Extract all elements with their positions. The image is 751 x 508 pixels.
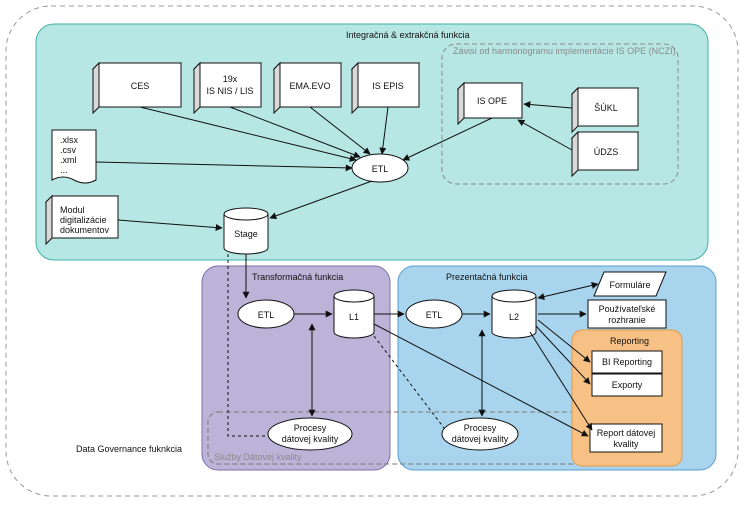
svg-text:IS EPIS: IS EPIS — [372, 81, 404, 91]
transformation-label: Transformačná funkcia — [252, 272, 343, 282]
svg-text:L1: L1 — [349, 312, 359, 322]
svg-text:Procesy: Procesy — [464, 423, 497, 433]
svg-text:EMA.EVO: EMA.EVO — [289, 81, 330, 91]
etl-presentation: ETL — [405, 299, 463, 329]
svg-text:19x: 19x — [223, 74, 238, 84]
edge-sukl-ope — [523, 101, 573, 109]
output-user-interface: Používateľské rozhranie — [587, 299, 667, 329]
dq-process-transformation: Procesy dátovej kvality — [267, 417, 353, 451]
svg-text:ÚDZS: ÚDZS — [594, 147, 619, 157]
output-dq-report: Report dátovej kvality — [589, 423, 663, 453]
source-ces: CES — [91, 61, 183, 115]
edge-l1-dq-present — [373, 335, 445, 429]
edge-ope-etl — [402, 117, 493, 161]
svg-text:IS OPE: IS OPE — [477, 96, 507, 106]
svg-text:BI Reporting: BI Reporting — [602, 357, 652, 367]
file-sources-document: .xlsx .csv .xml ... — [51, 129, 97, 184]
svg-text:dátovej kvality: dátovej kvality — [282, 434, 339, 444]
output-bi-reporting: BI Reporting — [591, 350, 663, 374]
svg-text:Report dátovej: Report dátovej — [597, 428, 656, 438]
dq-services-label: Služby Dátovej kvality — [214, 452, 302, 462]
svg-text:ŠÚKL: ŠÚKL — [594, 103, 618, 113]
source-nis: 19x IS NIS / LIS — [192, 61, 263, 115]
svg-text:ETL: ETL — [258, 310, 275, 320]
l2-database: L2 — [491, 289, 537, 339]
stage-database: Stage — [223, 207, 269, 255]
dq-services-region — [207, 411, 675, 465]
edge-etl-stage — [269, 180, 373, 220]
svg-text:dokumentov: dokumentov — [60, 225, 110, 235]
edge-ema-etl — [309, 106, 371, 155]
svg-text:Modul: Modul — [60, 205, 85, 215]
etl-transformation: ETL — [237, 299, 295, 329]
reporting-label: Reporting — [610, 336, 649, 346]
svg-text:ETL: ETL — [426, 310, 443, 320]
presentation-label: Prezentačná funkcia — [446, 272, 528, 282]
svg-text:.xml: .xml — [60, 155, 77, 165]
edge-l2-exports — [535, 325, 591, 385]
svg-text:digitalizácie: digitalizácie — [60, 215, 107, 225]
source-epis: IS EPIS — [350, 61, 421, 115]
edge-module-stage — [117, 219, 223, 232]
source-udzs: ÚDZS — [570, 130, 640, 178]
svg-text:ETL: ETL — [372, 164, 389, 174]
etl-integration: ETL — [351, 153, 409, 183]
integration-label: Integračná & extrakčná funkcia — [346, 30, 470, 40]
svg-text:Stage: Stage — [234, 229, 258, 239]
l1-database: L1 — [333, 289, 375, 339]
svg-text:.csv: .csv — [60, 145, 77, 155]
edge-l2-dq-report — [529, 331, 593, 431]
source-ema: EMA.EVO — [272, 61, 343, 115]
source-module: Modul digitalizácie dokumentov — [44, 194, 120, 246]
connectors — [95, 101, 599, 437]
svg-text:CES: CES — [131, 81, 150, 91]
svg-text:.xlsx: .xlsx — [60, 135, 79, 145]
edge-udzs-ope — [517, 119, 573, 151]
edge-files-etl — [95, 161, 353, 172]
governance-label: Data Governance fuknkcia — [76, 444, 182, 454]
svg-text:IS NIS / LIS: IS NIS / LIS — [206, 86, 253, 96]
edge-ces-etl — [139, 106, 357, 162]
svg-text:...: ... — [60, 165, 68, 175]
edge-nis-etl — [229, 106, 361, 159]
source-ope: IS OPE — [456, 81, 524, 126]
svg-text:Exporty: Exporty — [612, 380, 643, 390]
svg-text:Procesy: Procesy — [294, 423, 327, 433]
source-sukl: ŠÚKL — [570, 86, 640, 134]
edge-epis-etl — [379, 106, 389, 155]
edge-l2-bi — [537, 319, 591, 363]
svg-text:rozhranie: rozhranie — [608, 315, 646, 325]
svg-text:L2: L2 — [509, 312, 519, 322]
dependency-region — [441, 43, 679, 185]
svg-text:Formuláre: Formuláre — [609, 280, 650, 290]
svg-text:kvality: kvality — [613, 439, 639, 449]
svg-text:dátovej kvality: dátovej kvality — [452, 434, 509, 444]
edge-l2-forms — [537, 282, 599, 300]
dq-process-presentation: Procesy dátovej kvality — [441, 417, 519, 451]
output-exports: Exporty — [591, 373, 663, 397]
output-forms: Formuláre — [593, 271, 667, 297]
dependency-label: Závisí od harmonogramu implementácie IS … — [453, 46, 676, 56]
svg-text:Používateľské: Používateľské — [599, 304, 656, 314]
edge-stage-dq — [227, 254, 268, 437]
